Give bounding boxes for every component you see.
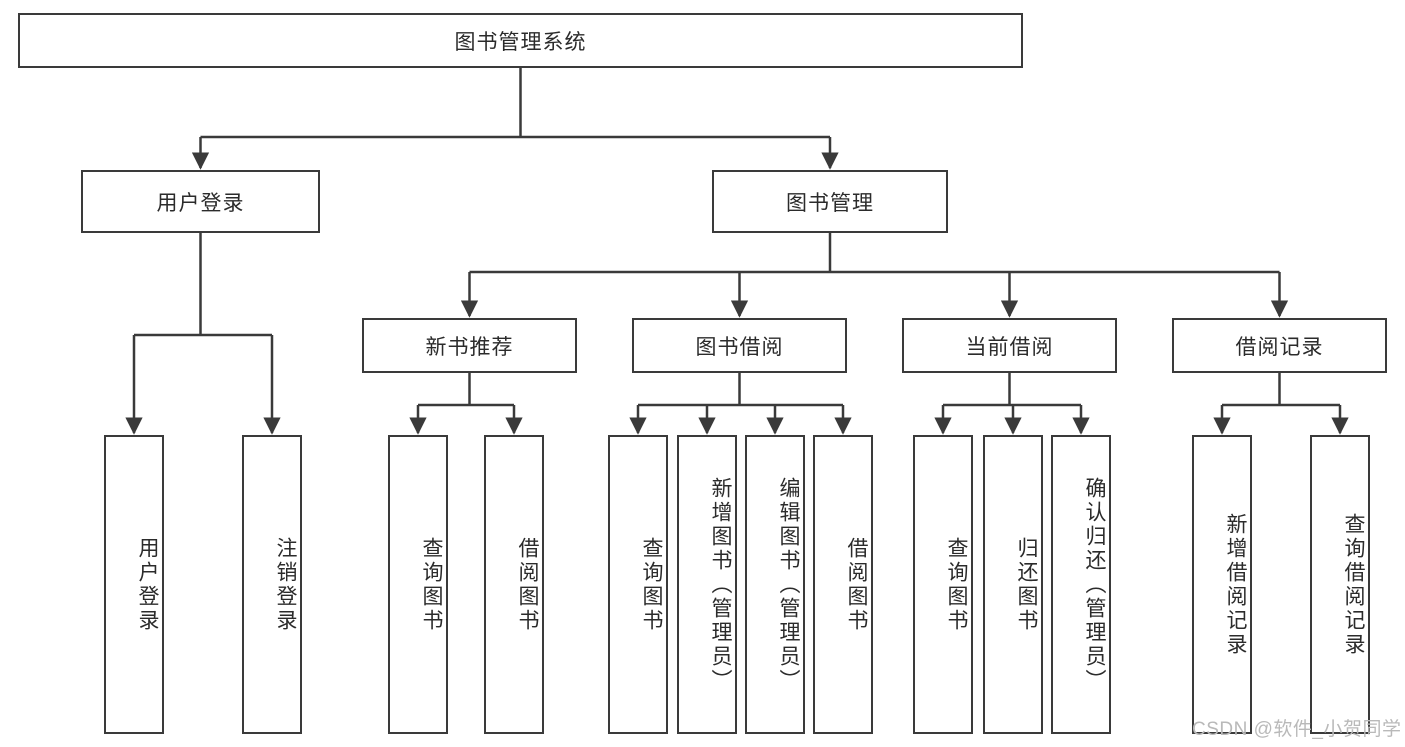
node-leaf-borrow-book-1[interactable]: 借阅图书 — [484, 435, 544, 734]
node-leaf-confirm-return[interactable]: 确认归还（管理员） — [1051, 435, 1111, 734]
node-label: 编辑图书（管理员） — [777, 476, 800, 693]
node-current-borrow[interactable]: 当前借阅 — [902, 318, 1117, 373]
node-book-manage[interactable]: 图书管理 — [712, 170, 948, 233]
node-label: 新增图书（管理员） — [709, 476, 732, 693]
node-book-borrow[interactable]: 图书借阅 — [632, 318, 847, 373]
node-leaf-query-book-2[interactable]: 查询图书 — [608, 435, 668, 734]
node-label: 图书管理系统 — [454, 30, 587, 54]
node-label: 借阅记录 — [1235, 335, 1324, 359]
node-label: 新增借阅记录 — [1224, 512, 1247, 657]
node-new-book-recommend[interactable]: 新书推荐 — [362, 318, 577, 373]
node-label: 用户登录 — [156, 191, 245, 215]
node-leaf-query-book-3[interactable]: 查询图书 — [913, 435, 973, 734]
node-label: 查询借阅记录 — [1342, 512, 1365, 657]
node-leaf-query-borrow-record[interactable]: 查询借阅记录 — [1310, 435, 1370, 734]
node-leaf-user-logout[interactable]: 注销登录 — [242, 435, 302, 734]
node-root[interactable]: 图书管理系统 — [18, 13, 1023, 68]
node-user-login[interactable]: 用户登录 — [81, 170, 320, 233]
node-label: 确认归还（管理员） — [1083, 476, 1106, 693]
node-label: 图书借阅 — [695, 335, 784, 359]
node-label: 注销登录 — [274, 536, 297, 633]
node-label: 新书推荐 — [425, 335, 514, 359]
node-leaf-query-book-1[interactable]: 查询图书 — [388, 435, 448, 734]
node-leaf-add-book[interactable]: 新增图书（管理员） — [677, 435, 737, 734]
node-label: 查询图书 — [420, 536, 443, 633]
node-label: 用户登录 — [136, 536, 159, 633]
node-label: 归还图书 — [1015, 536, 1038, 633]
node-label: 借阅图书 — [516, 536, 539, 633]
node-label: 图书管理 — [786, 191, 874, 215]
node-leaf-borrow-book-2[interactable]: 借阅图书 — [813, 435, 873, 734]
watermark-text: CSDN @软件_小贺同学 — [1192, 719, 1402, 740]
node-label: 借阅图书 — [845, 536, 868, 633]
node-leaf-edit-book[interactable]: 编辑图书（管理员） — [745, 435, 805, 734]
node-label: 查询图书 — [640, 536, 663, 633]
node-leaf-user-login[interactable]: 用户登录 — [104, 435, 164, 734]
node-leaf-return-book[interactable]: 归还图书 — [983, 435, 1043, 734]
node-borrow-record[interactable]: 借阅记录 — [1172, 318, 1387, 373]
node-label: 查询图书 — [945, 536, 968, 633]
node-label: 当前借阅 — [965, 335, 1054, 359]
node-leaf-add-borrow-record[interactable]: 新增借阅记录 — [1192, 435, 1252, 734]
